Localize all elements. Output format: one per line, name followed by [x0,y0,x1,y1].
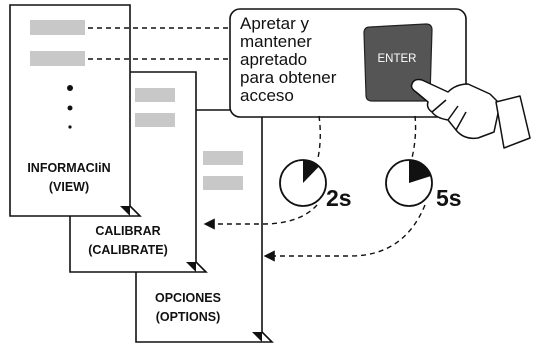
timer-5s-wedge [409,159,431,183]
page-options-subtitle: (OPTIONS) [156,310,221,324]
page-view: INFORMACIiN (VIEW) [9,4,142,217]
page-options-title: OPCIONES [155,291,221,305]
page-calibrate-text-blocks [135,88,175,127]
timer-2s-wedge [303,160,319,183]
ellipsis-dot-1 [67,85,73,91]
connector-lines [88,27,230,60]
callout-line-4: para obtener [240,68,337,87]
page-view-text-blocks [30,20,85,66]
callout-line-1: Apretar y [240,14,309,33]
timer-5s-label: 5s [436,185,462,211]
ellipsis-dot-3 [68,125,72,129]
enter-key-label: ENTER [378,53,417,65]
timer-5s: 5s [263,115,462,262]
callout-line-5: acceso [240,86,294,105]
pointing-hand-icon [410,78,531,149]
page-calibrate-title: CALIBRAR [95,224,160,238]
callout-line-2: mantener [240,32,312,51]
callout-line-3: apretado [240,50,307,69]
page-calibrate-subtitle: (CALIBRATE) [88,243,168,257]
timer-2s: 2s [203,115,352,230]
timer-2s-label: 2s [326,185,352,211]
page-view-title: INFORMACIiN [27,161,110,175]
ellipsis-dot-2 [67,105,73,111]
page-view-subtitle: (VIEW) [49,180,89,194]
page-options-text-blocks [203,151,243,190]
